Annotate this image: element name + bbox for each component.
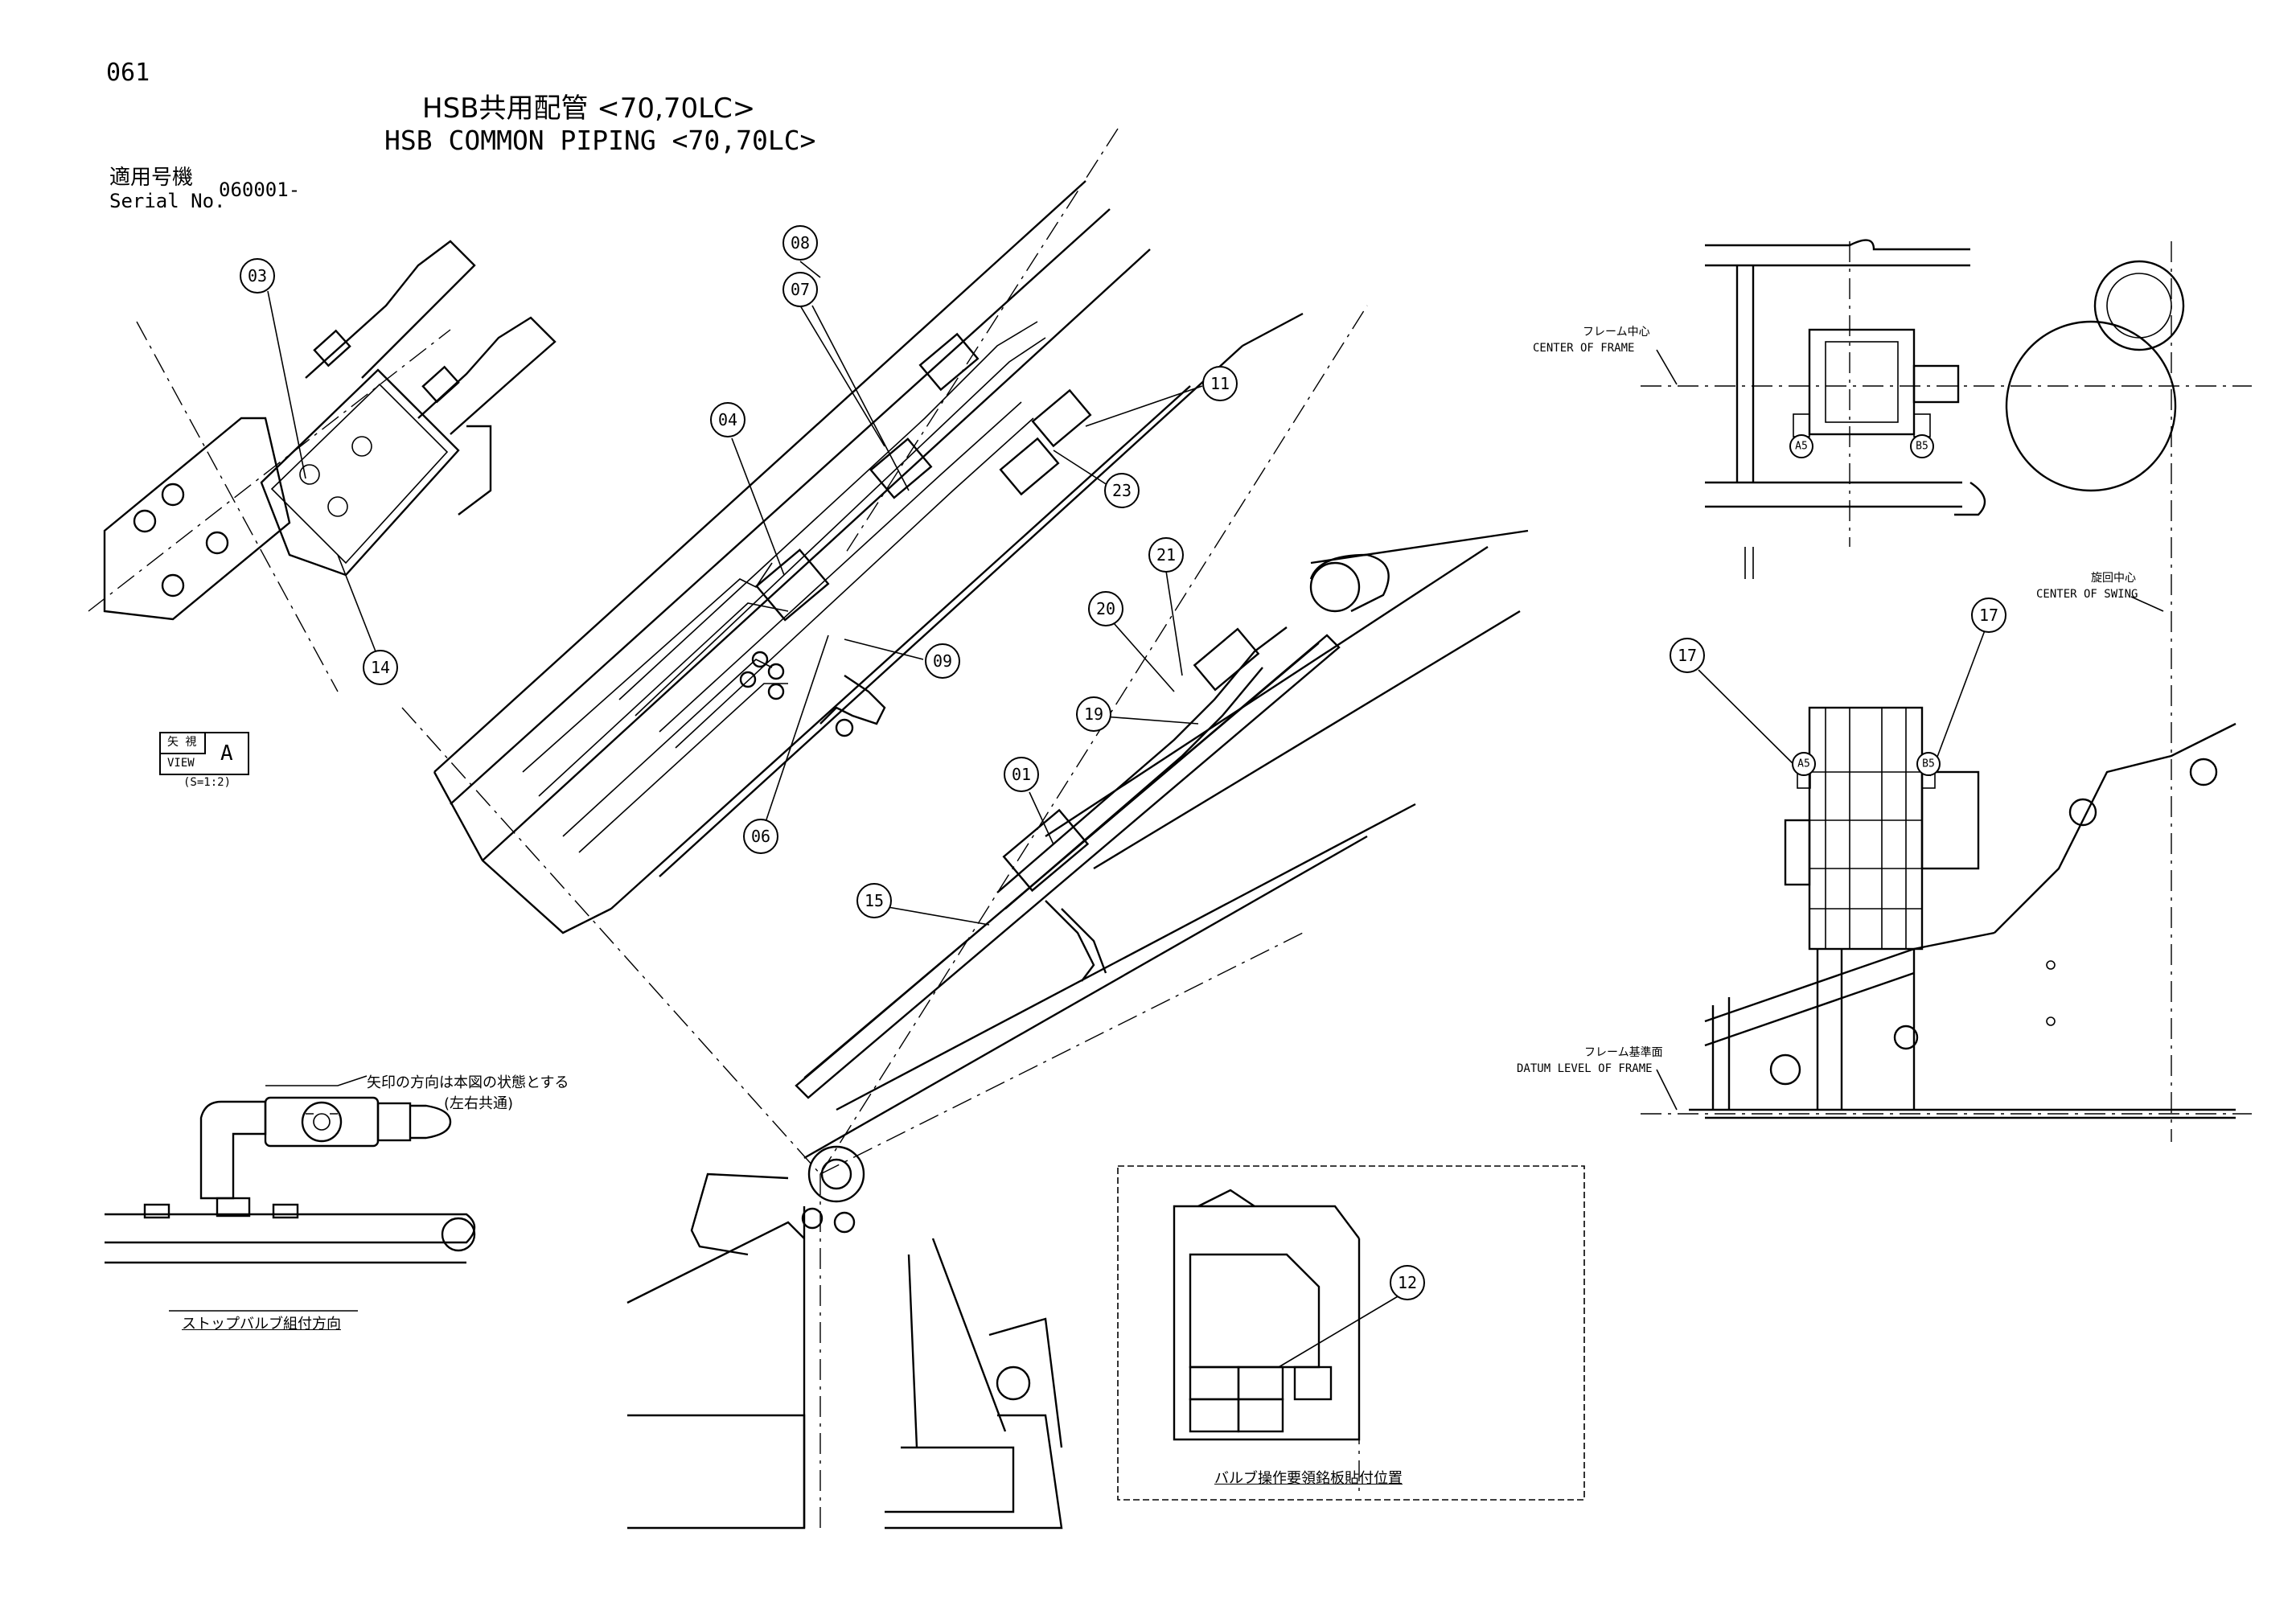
view-scale: (S=1:2) bbox=[183, 776, 232, 789]
callout-17-left: 17 bbox=[1670, 638, 1705, 673]
datum-jp: フレーム基準面 bbox=[1584, 1046, 1663, 1059]
port-b5-side: B5 bbox=[1916, 752, 1941, 776]
serial-label-japanese: 適用号機 bbox=[109, 166, 194, 190]
svg-text:19: 19 bbox=[1084, 704, 1103, 724]
callout-leaders bbox=[267, 261, 1986, 1368]
callout-03: 03 bbox=[240, 258, 275, 294]
callout-14: 14 bbox=[363, 650, 398, 685]
page-number: 061 bbox=[106, 59, 150, 87]
view-label-jp: 矢 視 bbox=[167, 736, 197, 749]
callout-11: 11 bbox=[1202, 366, 1238, 401]
svg-text:17: 17 bbox=[1979, 606, 1998, 625]
port-a5-side: A5 bbox=[1792, 752, 1816, 776]
svg-text:06: 06 bbox=[751, 827, 770, 846]
frame-side-view bbox=[1641, 706, 2252, 1119]
svg-text:B5: B5 bbox=[1922, 758, 1935, 770]
callout-17-right: 17 bbox=[1971, 598, 2006, 633]
frame-top-view bbox=[1641, 239, 2252, 1142]
plate-position-caption: バルブ操作要領銘板貼付位置 bbox=[1214, 1470, 1403, 1487]
title-japanese: HSB共用配管 <70,70LC> bbox=[422, 92, 756, 125]
callout-23: 23 bbox=[1104, 473, 1140, 508]
datum-en: DATUM LEVEL OF FRAME bbox=[1517, 1062, 1653, 1075]
svg-text:17: 17 bbox=[1678, 646, 1697, 665]
arrow-direction-note-2: (左右共通) bbox=[444, 1095, 514, 1112]
svg-text:07: 07 bbox=[791, 280, 810, 299]
svg-text:20: 20 bbox=[1096, 599, 1115, 618]
callout-08: 08 bbox=[782, 225, 818, 261]
serial-label-english: Serial No. bbox=[109, 190, 226, 212]
svg-text:12: 12 bbox=[1398, 1273, 1417, 1292]
callout-09: 09 bbox=[925, 643, 960, 679]
callout-15: 15 bbox=[856, 883, 892, 918]
svg-text:A5: A5 bbox=[1795, 441, 1808, 453]
swing-center-jp: 旋回中心 bbox=[2091, 572, 2136, 585]
nameplate-detail bbox=[1117, 1165, 1585, 1501]
svg-text:23: 23 bbox=[1112, 481, 1132, 500]
view-letter: A bbox=[220, 741, 233, 766]
port-b5-top: B5 bbox=[1910, 434, 1934, 458]
svg-text:A5: A5 bbox=[1797, 758, 1810, 770]
view-a-label: 矢 視 VIEW A bbox=[159, 732, 249, 775]
stop-valve-caption: ストップバルブ組付方向 bbox=[182, 1316, 341, 1333]
callout-12: 12 bbox=[1390, 1265, 1425, 1300]
svg-text:08: 08 bbox=[791, 233, 810, 253]
svg-text:15: 15 bbox=[865, 891, 884, 910]
title-english: HSB COMMON PIPING <70,70LC> bbox=[384, 125, 816, 156]
callout-20: 20 bbox=[1088, 591, 1123, 626]
serial-value: 060001- bbox=[219, 179, 301, 201]
frame-center-en: CENTER OF FRAME bbox=[1533, 342, 1635, 355]
arrow-direction-note: 矢印の方向は本図の状態とする bbox=[367, 1074, 569, 1091]
detail-view-a bbox=[88, 240, 557, 692]
svg-text:03: 03 bbox=[248, 266, 267, 285]
callout-04: 04 bbox=[710, 402, 745, 437]
callout-07: 07 bbox=[782, 272, 818, 307]
svg-text:B5: B5 bbox=[1916, 441, 1928, 453]
swing-center-en: CENTER OF SWING bbox=[2036, 588, 2138, 601]
callout-01: 01 bbox=[1004, 757, 1039, 792]
frame-center-jp: フレーム中心 bbox=[1583, 326, 1650, 339]
svg-text:01: 01 bbox=[1012, 765, 1031, 784]
svg-text:09: 09 bbox=[933, 651, 952, 671]
callout-06: 06 bbox=[743, 819, 778, 854]
boom-assembly bbox=[401, 128, 1529, 1530]
svg-text:21: 21 bbox=[1156, 545, 1176, 565]
callout-21: 21 bbox=[1148, 537, 1184, 573]
svg-text:11: 11 bbox=[1210, 374, 1230, 393]
svg-text:14: 14 bbox=[371, 658, 390, 677]
callout-19: 19 bbox=[1076, 696, 1111, 732]
port-a5-top: A5 bbox=[1789, 434, 1813, 458]
stop-valve-detail bbox=[105, 1075, 476, 1312]
view-label-en: VIEW bbox=[167, 757, 195, 770]
svg-text:04: 04 bbox=[718, 410, 737, 429]
